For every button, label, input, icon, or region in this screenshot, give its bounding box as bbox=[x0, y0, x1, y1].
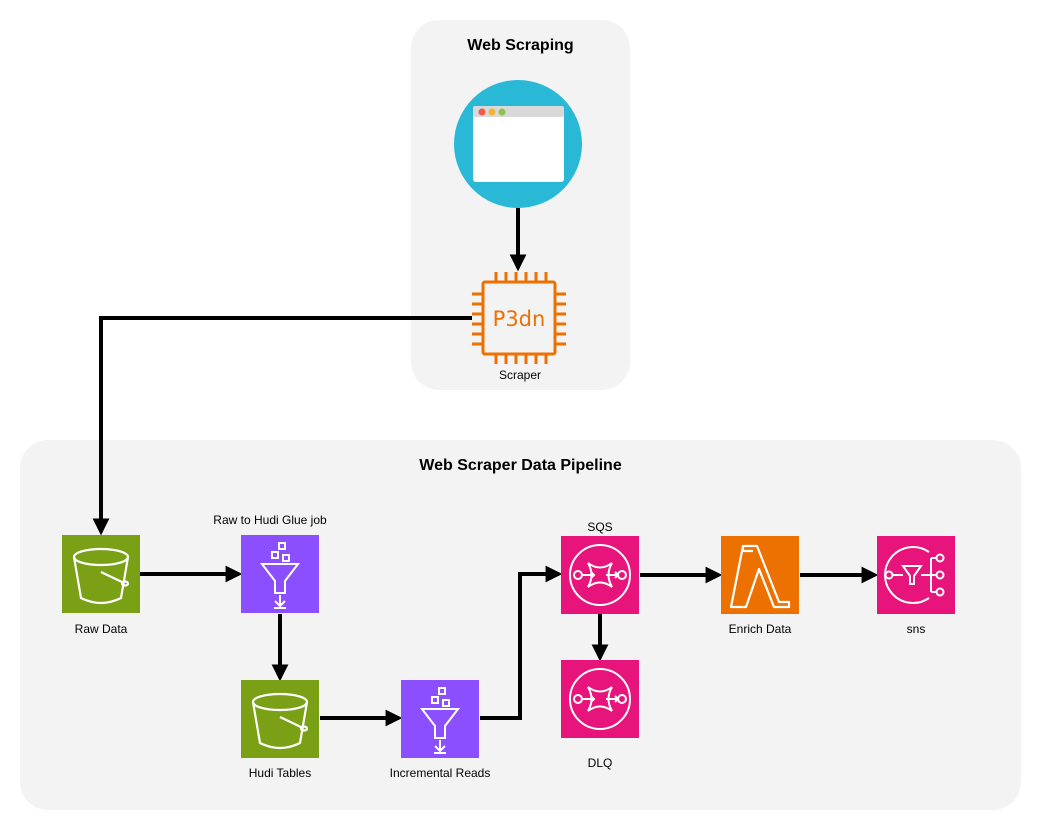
scraper-node[interactable]: P3dn bbox=[469, 270, 569, 366]
glue-icon bbox=[401, 680, 479, 758]
browser-node[interactable] bbox=[454, 80, 582, 208]
sns-label: sns bbox=[906, 622, 926, 636]
glue-job-node[interactable] bbox=[241, 535, 319, 613]
s3-bucket-icon bbox=[241, 680, 319, 758]
enrich-data-label: Enrich Data bbox=[728, 622, 792, 636]
edge-scraper-to-raw-data bbox=[92, 316, 472, 536]
sns-icon bbox=[877, 536, 955, 614]
glue-job-label: Raw to Hudi Glue job bbox=[213, 513, 327, 527]
sqs-label: SQS bbox=[587, 520, 613, 534]
sns-node[interactable] bbox=[877, 536, 955, 614]
web-scraping-group-title: Web Scraping bbox=[467, 37, 574, 54]
edge-incremental-reads-to-sqs bbox=[480, 565, 563, 720]
pipeline-group-title: Web Scraper Data Pipeline bbox=[419, 457, 622, 474]
raw-data-label: Raw Data bbox=[74, 622, 128, 636]
s3-bucket-icon bbox=[62, 535, 140, 613]
sqs-node[interactable] bbox=[561, 536, 639, 614]
incremental-reads-label: Incremental Reads bbox=[389, 766, 491, 780]
raw-data-node[interactable] bbox=[62, 535, 140, 613]
hudi-tables-node[interactable] bbox=[241, 680, 319, 758]
lambda-icon bbox=[721, 536, 799, 614]
dlq-label: DLQ bbox=[587, 756, 613, 770]
scraper-chip-text: P3dn bbox=[493, 307, 546, 331]
browser-window-icon bbox=[454, 80, 582, 208]
sqs-icon bbox=[561, 536, 639, 614]
glue-icon bbox=[241, 535, 319, 613]
dlq-node[interactable] bbox=[561, 660, 639, 738]
ec2-p3dn-instance-icon: P3dn bbox=[472, 272, 566, 364]
enrich-data-node[interactable] bbox=[721, 536, 799, 614]
sqs-icon bbox=[561, 660, 639, 738]
hudi-tables-label: Hudi Tables bbox=[248, 766, 312, 780]
scraper-label: Scraper bbox=[498, 368, 542, 382]
incremental-reads-node[interactable] bbox=[401, 680, 479, 758]
